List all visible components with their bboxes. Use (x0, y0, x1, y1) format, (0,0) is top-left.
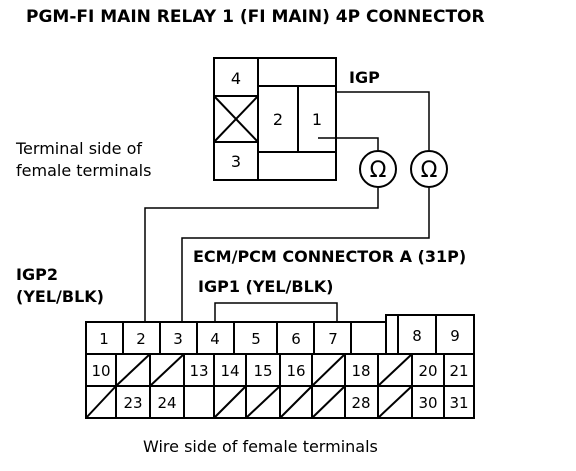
diagram-title: PGM-FI MAIN RELAY 1 (FI MAIN) 4P CONNECT… (26, 7, 485, 27)
wire-meter-to-igp2 (144, 188, 379, 322)
ecm-pin: 18 (351, 362, 370, 380)
ohm-icon: Ω (421, 158, 438, 183)
ecm-connector-grid (85, 314, 475, 419)
ecm-connector-title: ECM/PCM CONNECTOR A (31P) (193, 247, 466, 266)
ecm-pin: 5 (251, 330, 261, 348)
ecm-pin: 6 (291, 330, 301, 348)
ohmmeter-right: Ω (410, 150, 448, 188)
ecm-pin: 28 (351, 394, 370, 412)
ecm-pin: 16 (286, 362, 305, 380)
ecm-pin: 15 (253, 362, 272, 380)
wire-igp-to-meter-right (337, 91, 430, 150)
ecm-row-2: 10 13 14 15 16 18 20 21 (91, 362, 468, 380)
ohmmeter-left-circle (359, 150, 397, 188)
ecm-pin: 9 (450, 327, 460, 345)
ecm-pin: 7 (328, 330, 338, 348)
ecm-pin: 4 (210, 330, 220, 348)
wires (144, 91, 430, 322)
ecm-caption: Wire side of female terminals (143, 437, 378, 456)
relay-caption-line1: Terminal side of (15, 139, 142, 158)
ecm-row-1: 1 2 3 4 5 6 7 8 9 (99, 327, 460, 348)
igp1-label: IGP1 (YEL/BLK) (198, 277, 333, 296)
ecm-pin: 21 (449, 362, 468, 380)
relay-pin-3: 3 (231, 152, 241, 171)
ecm-pin: 24 (157, 394, 176, 412)
ecm-pin: 13 (189, 362, 208, 380)
relay-caption-line2: female terminals (16, 161, 151, 180)
ecm-pin: 20 (418, 362, 437, 380)
ecm-pin: 10 (91, 362, 110, 380)
ecm-pin: 30 (418, 394, 437, 412)
igp2-label: IGP2 (16, 265, 58, 284)
igp-label: IGP (349, 68, 380, 87)
wire-meter-to-igp1 (181, 188, 430, 322)
ohm-icon: Ω (370, 158, 387, 183)
ecm-pin: 14 (220, 362, 239, 380)
ecm-pin: 2 (136, 330, 146, 348)
wire-relay-to-meter-left (318, 137, 379, 150)
ecm-pin: 8 (412, 327, 422, 345)
ecm-row-3: 23 24 28 30 31 (123, 394, 468, 412)
igp1-bracket (214, 302, 338, 322)
ohmmeter-left: Ω (359, 150, 397, 188)
ecm-pin: 23 (123, 394, 142, 412)
relay-pin-4: 4 (231, 69, 241, 88)
relay-pin-2: 2 (273, 110, 283, 129)
ecm-pin: 1 (99, 330, 109, 348)
ohmmeter-right-circle (410, 150, 448, 188)
relay-pin-1: 1 (312, 110, 322, 129)
igp2-color-label: (YEL/BLK) (16, 287, 104, 306)
ecm-pin: 3 (173, 330, 183, 348)
ecm-pin: 31 (449, 394, 468, 412)
relay-connector (213, 57, 337, 181)
